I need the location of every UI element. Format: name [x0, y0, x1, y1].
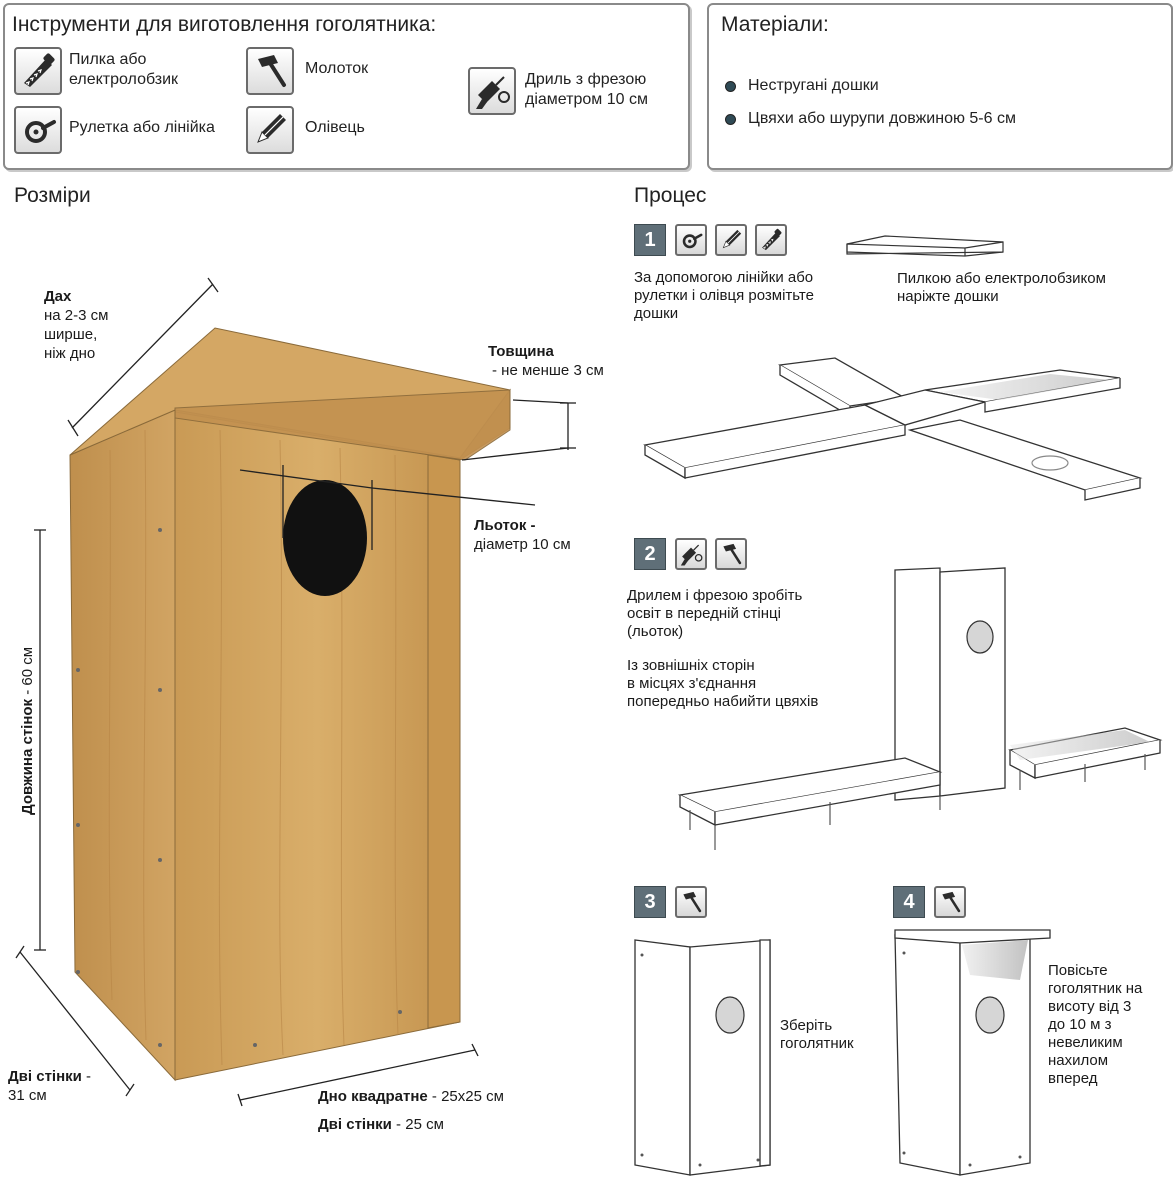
birdhouse-illustration [15, 277, 576, 1107]
step-text: Із зовнішніх сторін в місцях з'єднання п… [627, 657, 819, 710]
wall-length-annotation: Довжина стінок - 60 см [19, 646, 36, 815]
entrance-annotation: Льоток - діаметр 10 см [474, 517, 571, 553]
step-number: 1 [634, 224, 666, 256]
saw-icon [755, 224, 787, 256]
drill-icon [675, 538, 707, 570]
hammer-icon [246, 47, 294, 95]
step-number: 2 [634, 538, 666, 570]
step-text: Пилкою або електролобзиком наріжте дошки [897, 270, 1106, 305]
hammer-icon [715, 538, 747, 570]
step-text: Повісьте гоголятник на висоту від 3 до 1… [1048, 962, 1143, 1087]
materials-panel [707, 3, 1173, 170]
saw-icon [14, 47, 62, 95]
material-item: Цвяхи або шурупи довжиною 5-6 см [725, 110, 1016, 128]
cross-boards-illustration [643, 357, 1143, 501]
tape-measure-icon [14, 106, 62, 154]
tool-label-pencil: Олівець [305, 119, 365, 136]
hammer-icon [675, 886, 707, 918]
tool-label-saw: Пилка або електролобзик [69, 51, 179, 88]
pencil-icon [715, 224, 747, 256]
tool-label-hammer: Молоток [305, 60, 369, 77]
bullet-icon [725, 113, 736, 125]
materials-title: Матеріали: [721, 13, 829, 36]
pencil-icon [246, 106, 294, 154]
roof-annotation: Дах на 2-3 см ширше, ніж дно [44, 288, 109, 362]
tools-panel [3, 3, 690, 170]
step-text: За допомогою лінійки або рулетки і олівц… [634, 269, 814, 322]
step-number: 4 [893, 886, 925, 918]
hammer-icon [934, 886, 966, 918]
hung-box-illustration [894, 929, 1051, 1176]
drill-icon [468, 67, 516, 115]
dimensions-title: Розміри [14, 184, 91, 207]
tool-label-tape: Рулетка або лінійка [69, 119, 215, 136]
step-number: 3 [634, 886, 666, 918]
step-text: Дрилем і фрезою зробіть освіт в передній… [627, 587, 803, 640]
bottom-annotation: Дно квадратне - 25х25 см [318, 1088, 504, 1105]
board-illustration [846, 235, 1004, 257]
bullet-icon [725, 80, 736, 92]
side-walls-annotation: Дві стінки - 31 см [8, 1068, 92, 1104]
material-item: Неструганi дошки [725, 77, 879, 95]
tape-measure-icon [675, 224, 707, 256]
assembled-box-illustration [634, 939, 771, 1176]
front-walls-annotation: Дві стінки - 25 см [318, 1116, 444, 1133]
step-text: Зберіть гоголятник [780, 1017, 854, 1052]
tools-title: Інструменти для виготовлення гоголятника… [12, 13, 437, 36]
tool-label-drill: Дриль з фрезою діаметром 10 см [525, 71, 648, 108]
process-title: Процес [634, 184, 707, 207]
thickness-annotation: Товщина - не менше 3 см [488, 343, 604, 379]
assembly-illustration [677, 567, 1163, 850]
